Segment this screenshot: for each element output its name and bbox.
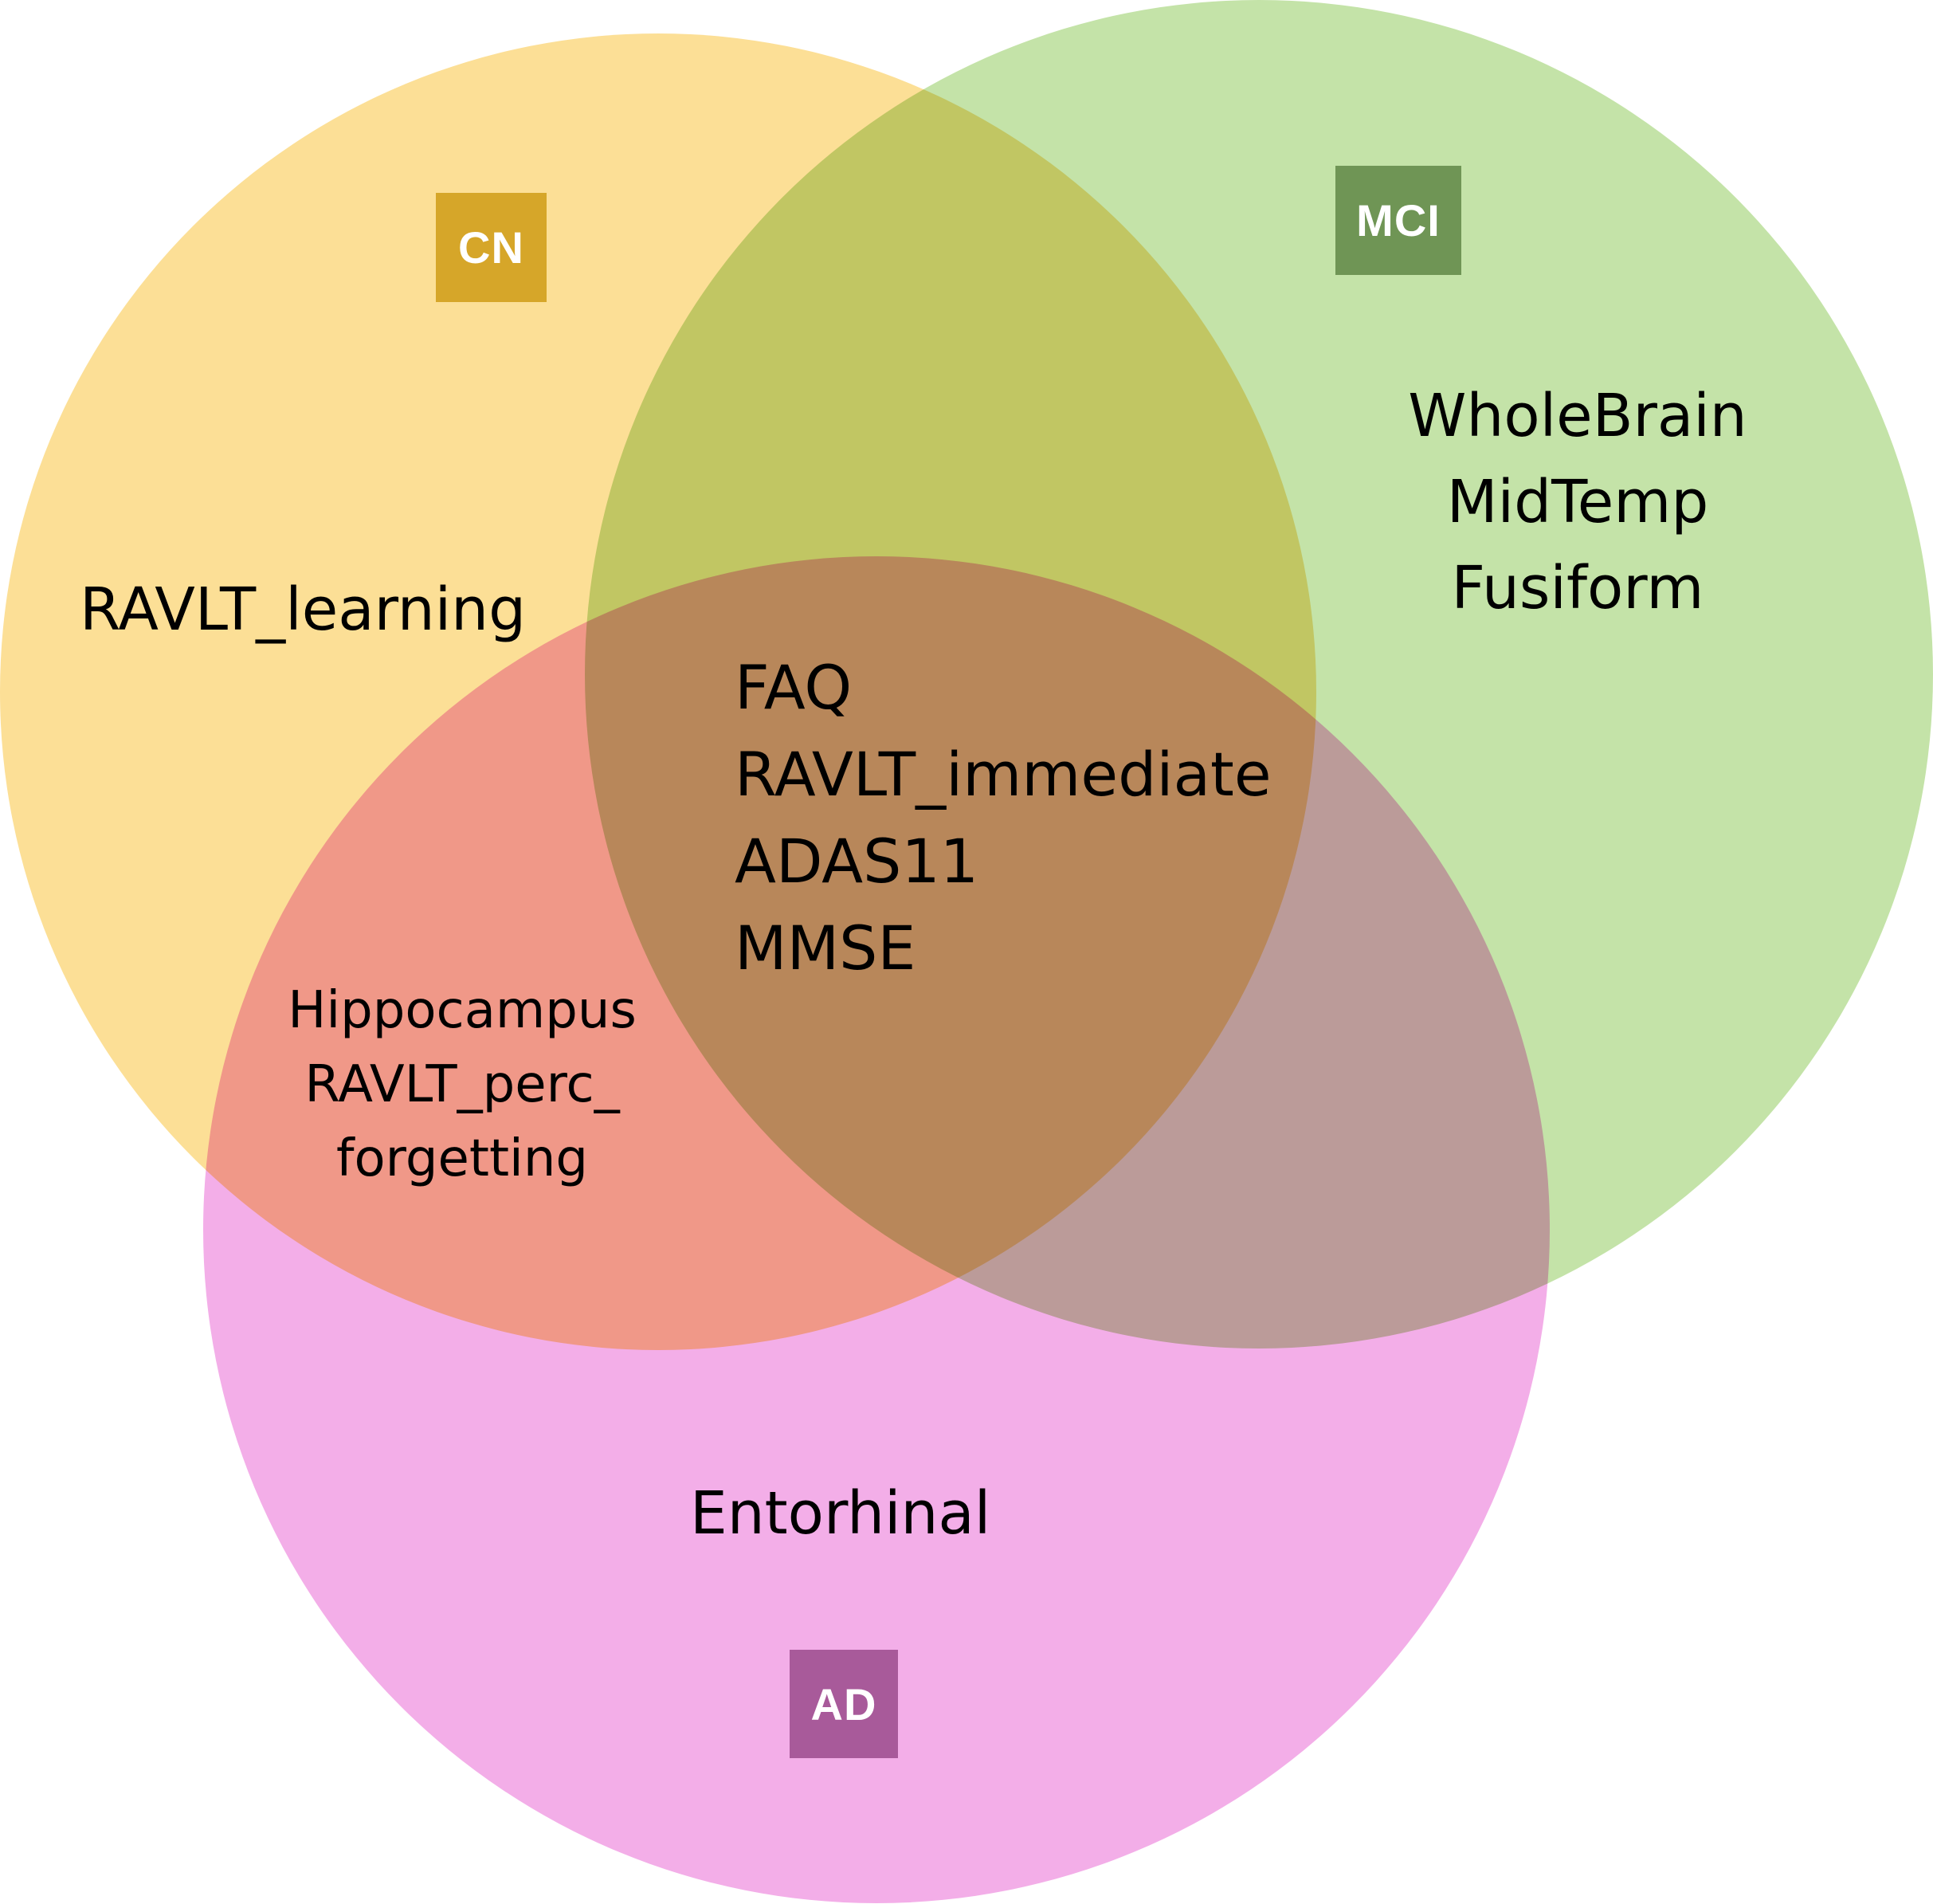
ad-circle <box>203 556 1550 1903</box>
ad-only-region: Entorhinal <box>690 1484 990 1543</box>
mci-badge-label: MCI <box>1356 195 1441 245</box>
region-item: MidTemp <box>1446 468 1709 536</box>
mci-badge: MCI <box>1335 166 1461 275</box>
region-item: Hippocampus <box>288 981 637 1040</box>
region-item: forgetting <box>335 1129 589 1188</box>
region-item: RAVLT_immediate <box>735 739 1272 810</box>
ad-badge: AD <box>790 1650 898 1758</box>
cn-badge: CN <box>436 193 547 302</box>
region-item: RAVLT_perc_ <box>304 1055 620 1114</box>
region-item: Entorhinal <box>690 1479 991 1548</box>
cn-badge-label: CN <box>458 222 524 273</box>
region-item: ADAS11 <box>735 826 979 897</box>
cn-only-region: RAVLT_learning <box>80 580 526 639</box>
region-item: RAVLT_learning <box>80 575 527 644</box>
cn-ad-region: Hippocampus RAVLT_perc_ forgetting <box>279 974 645 1196</box>
all-three-region: FAQ RAVLT_immediate ADAS11 MMSE <box>735 644 1272 991</box>
ad-badge-label: AD <box>810 1678 877 1729</box>
region-item: Fusiform <box>1451 554 1704 622</box>
mci-only-region: WholeBrain MidTemp Fusiform <box>1386 373 1769 631</box>
region-item: FAQ <box>735 652 853 723</box>
region-item: MMSE <box>735 913 916 983</box>
region-item: WholeBrain <box>1408 382 1747 450</box>
